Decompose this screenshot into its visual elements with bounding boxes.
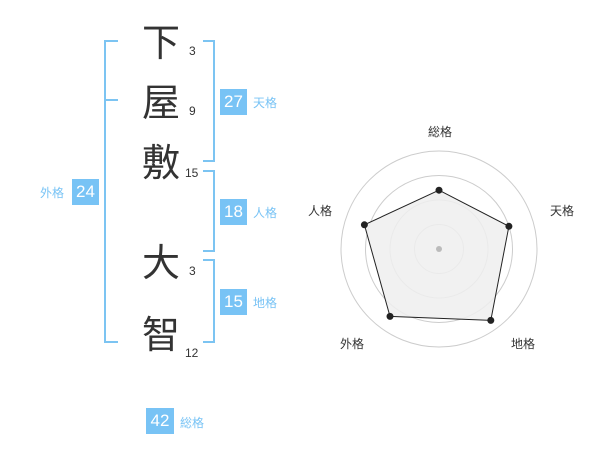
- gaikaku-badge: 24: [72, 179, 99, 205]
- name-char-4: 大: [142, 241, 181, 285]
- radar-polygon: [363, 189, 510, 321]
- jinkaku-badge: 18: [220, 199, 247, 225]
- chikaku-bracket: [203, 259, 215, 343]
- stroke-count-1: 3: [189, 44, 196, 58]
- gaikaku-bracket: [104, 40, 118, 343]
- radar-label-gaikaku: 外格: [340, 337, 365, 351]
- jinkaku-bracket: [203, 170, 215, 252]
- radar-center-dot: [436, 246, 442, 252]
- radar-label-chikaku: 地格: [511, 337, 536, 351]
- radar-point-4: [386, 312, 394, 320]
- gaikaku-label: 外格: [40, 186, 65, 200]
- radar-label-jinkaku: 人格: [308, 204, 333, 218]
- name-char-3: 敷: [142, 141, 181, 185]
- tenkaku-badge: 27: [220, 89, 247, 115]
- radar-ring: [365, 175, 513, 323]
- tenkaku-bracket: [203, 40, 215, 162]
- stroke-count-4: 3: [189, 264, 196, 278]
- jinkaku-label: 人格: [253, 206, 278, 220]
- radar-label-tenkaku: 天格: [550, 204, 575, 218]
- radar-point-3: [487, 316, 495, 324]
- name-char-1: 下: [142, 21, 181, 65]
- radar-label-soukaku: 総格: [428, 125, 453, 139]
- radar-ring: [340, 150, 538, 348]
- chikaku-badge: 15: [220, 289, 247, 315]
- name-char-2: 屋: [142, 81, 181, 125]
- soukaku-label: 総格: [180, 416, 205, 430]
- soukaku-badge: 42: [146, 408, 174, 434]
- name-char-5: 智: [142, 313, 181, 357]
- radar-point-5: [360, 221, 368, 229]
- radar-point-1: [435, 186, 443, 194]
- stroke-count-5: 12: [185, 346, 199, 360]
- tenkaku-label: 天格: [253, 96, 278, 110]
- stroke-count-2: 9: [189, 104, 196, 118]
- radar-point-2: [505, 222, 513, 230]
- stroke-count-3: 15: [185, 166, 199, 180]
- chikaku-label: 地格: [253, 296, 278, 310]
- gaikaku-bracket-tick: [104, 99, 118, 101]
